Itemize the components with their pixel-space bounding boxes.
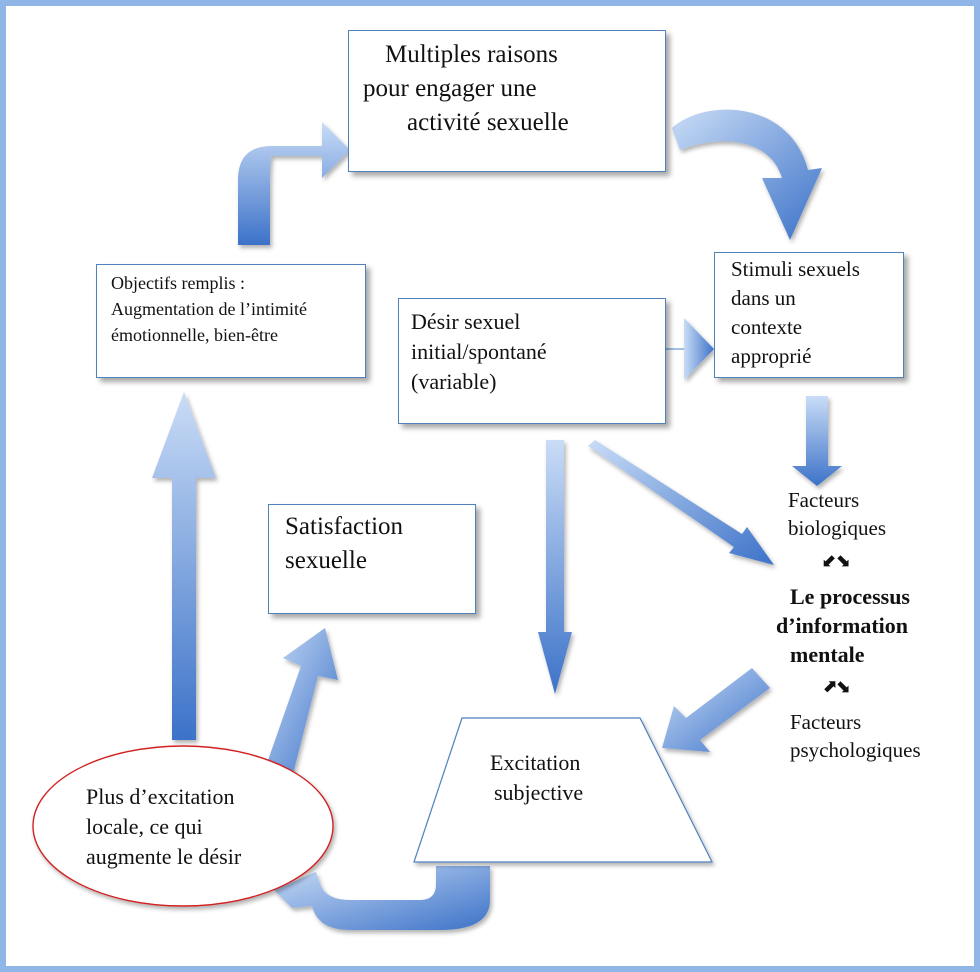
node-multiples-raisons-line1: Multiples raisons <box>385 41 558 68</box>
glyph-arrows-top: ⬋⬊ <box>822 550 850 571</box>
node-desir-line2: initial/spontané <box>411 339 547 364</box>
arrow-plus-to-objectifs <box>152 392 216 740</box>
node-objectifs-line3: émotionnelle, bien-être <box>111 325 278 345</box>
node-stimuli-sexuels: Stimuli sexuels dans un contexte appropr… <box>714 252 904 378</box>
node-plus-line2: locale, ce qui <box>86 814 203 839</box>
node-stimuli-line4: approprié <box>731 344 812 368</box>
node-excitation-subjective <box>413 717 713 863</box>
node-objectifs-line2: Augmentation de l’intimité <box>111 299 307 319</box>
node-plus-excitation <box>32 745 334 907</box>
arrow-desir-to-processus <box>588 440 774 565</box>
arrow-excitation-to-plus <box>274 866 490 930</box>
node-excitation-line1: Excitation <box>490 750 581 775</box>
arrow-processus-to-excitation <box>662 668 770 752</box>
arrow-desir-to-excitation <box>538 440 572 694</box>
arrow-raisons-to-stimuli <box>672 109 822 240</box>
node-multiples-raisons-line3: activité sexuelle <box>407 109 569 136</box>
node-stimuli-line3: contexte <box>731 315 803 339</box>
processus-line2: d’information <box>776 613 908 638</box>
node-satisfaction-line2: sexuelle <box>285 547 367 574</box>
node-desir-line1: Désir sexuel <box>411 309 521 334</box>
node-objectifs-remplis: Objectifs remplis : Augmentation de l’in… <box>96 264 366 378</box>
facteurs-psychologiques-line1: Facteurs <box>790 710 862 734</box>
arrow-stimuli-to-facteurs <box>792 396 842 486</box>
arrow-objectifs-to-raisons <box>238 122 350 245</box>
facteurs-biologiques-line2: biologiques <box>788 516 886 540</box>
arrow-plus-to-satisfaction <box>266 628 338 774</box>
arrow-desir-to-stimuli-head <box>684 318 714 380</box>
node-objectifs-line1: Objectifs remplis : <box>111 273 245 293</box>
node-desir-sexuel: Désir sexuel initial/spontané (variable) <box>398 298 666 424</box>
node-stimuli-line1: Stimuli sexuels <box>731 257 860 281</box>
facteurs-psychologiques-line2: psychologiques <box>790 738 921 762</box>
node-excitation-line2: subjective <box>494 780 584 805</box>
facteurs-biologiques-line1: Facteurs <box>788 488 860 512</box>
node-desir-line3: (variable) <box>411 369 497 394</box>
node-multiples-raisons-line2: pour engager une <box>363 75 537 102</box>
processus-line1: Le processus <box>790 584 910 609</box>
node-stimuli-line2: dans un <box>731 286 796 310</box>
glyph-arrows-bottom: ⬈⬊ <box>822 676 850 697</box>
node-plus-line3: augmente le désir <box>86 844 242 869</box>
node-satisfaction-sexuelle: Satisfaction sexuelle <box>268 504 476 614</box>
node-plus-line1: Plus d’excitation <box>86 784 235 809</box>
node-multiples-raisons: Multiples raisons pour engager une activ… <box>348 30 666 172</box>
node-satisfaction-line1: Satisfaction <box>285 513 404 540</box>
processus-line3: mentale <box>790 642 865 667</box>
